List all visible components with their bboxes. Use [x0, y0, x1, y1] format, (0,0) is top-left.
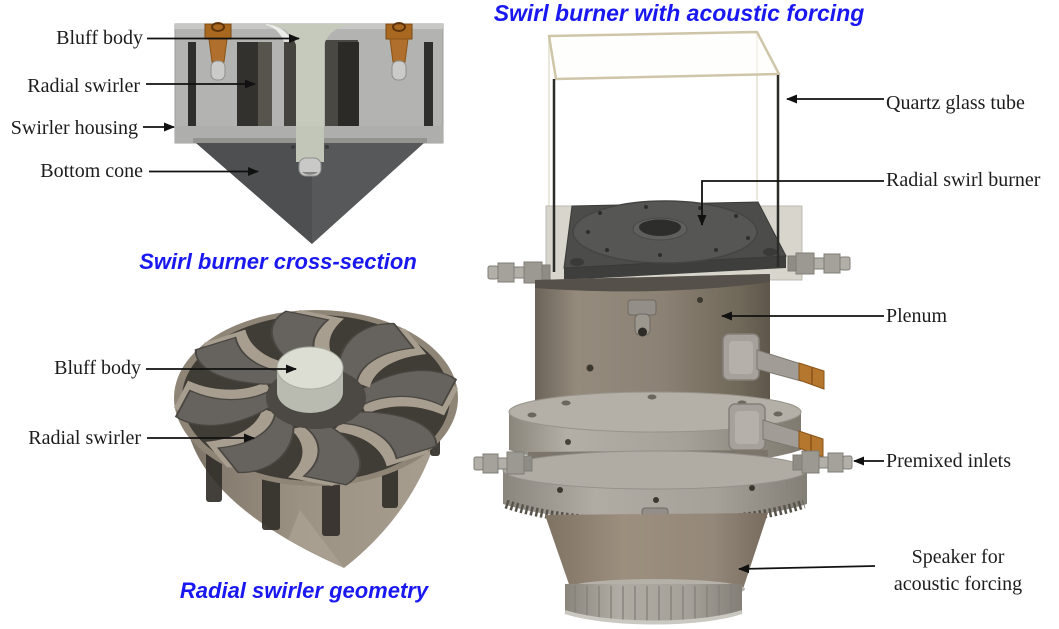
- bluff-body-shape: [266, 24, 354, 126]
- label-bluff-body-swirler: Bluff body: [54, 357, 141, 379]
- bluff-body-cylinder: [276, 346, 344, 413]
- label-quartz-glass-tube: Quartz glass tube: [886, 92, 1025, 114]
- label-bottom-cone: Bottom cone: [40, 160, 143, 182]
- label-radial-swirl-burner: Radial swirl burner: [886, 169, 1041, 191]
- premixed-fitting-upper-right: [787, 252, 851, 275]
- caption-cross-section: Swirl burner cross-section: [139, 249, 417, 274]
- figure-title: Swirl burner with acoustic forcing: [493, 0, 865, 26]
- inlet-tube-upper: [722, 333, 825, 390]
- cross-section-render: [174, 22, 444, 244]
- quartz-tube: [547, 30, 781, 215]
- speaker-body: [545, 513, 768, 625]
- label-radial-swirler-cross-section: Radial swirler: [27, 75, 140, 97]
- label-radial-swirler-swirler: Radial swirler: [28, 427, 141, 449]
- plenum-body: [535, 274, 770, 412]
- top-plate: [563, 200, 787, 280]
- label-swirler-housing: Swirler housing: [10, 117, 138, 139]
- label-bluff-body-cross-section: Bluff body: [56, 27, 143, 49]
- premixed-fitting-lower-left: [473, 451, 533, 475]
- premixed-fitting-lower-right: [792, 450, 853, 474]
- assembly-render: [473, 30, 853, 625]
- speaker-ring: [502, 450, 808, 543]
- swirler-render: [173, 308, 459, 568]
- label-plenum: Plenum: [886, 305, 948, 327]
- brass-plug-left: [204, 22, 232, 81]
- caption-swirler-geometry: Radial swirler geometry: [179, 578, 429, 603]
- label-speaker-acoustic-forcing: Speaker for acoustic forcing: [893, 546, 1023, 595]
- leader-arrows: [143, 34, 884, 574]
- brass-plug-right: [385, 22, 413, 81]
- label-premixed-inlets: Premixed inlets: [886, 450, 1011, 472]
- premixed-fitting-upper-left: [487, 261, 551, 284]
